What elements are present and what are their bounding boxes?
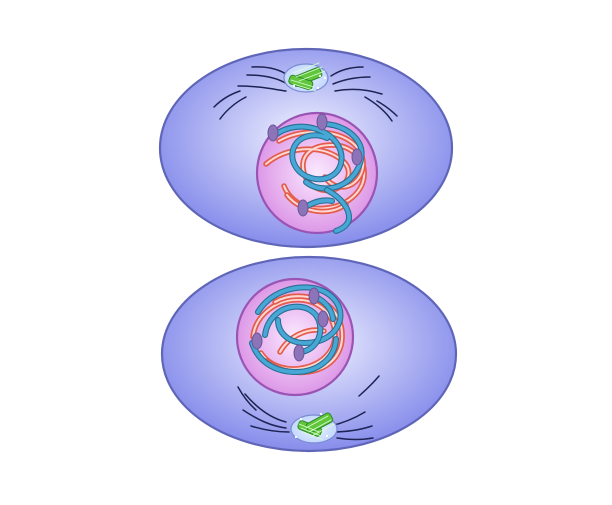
lower-centriole-pair <box>294 412 335 441</box>
upper-spindle-fibers <box>213 66 398 122</box>
upper-cell <box>158 47 454 249</box>
upper-centriole-pair <box>288 62 327 92</box>
upper-centrosome <box>283 62 329 93</box>
upper-chromosomes <box>263 113 367 234</box>
lower-chromosomes <box>249 284 345 376</box>
lower-centrosome <box>290 412 338 444</box>
lower-cell <box>160 255 458 453</box>
upper-nucleus <box>255 111 379 235</box>
lower-nucleus <box>235 277 355 397</box>
